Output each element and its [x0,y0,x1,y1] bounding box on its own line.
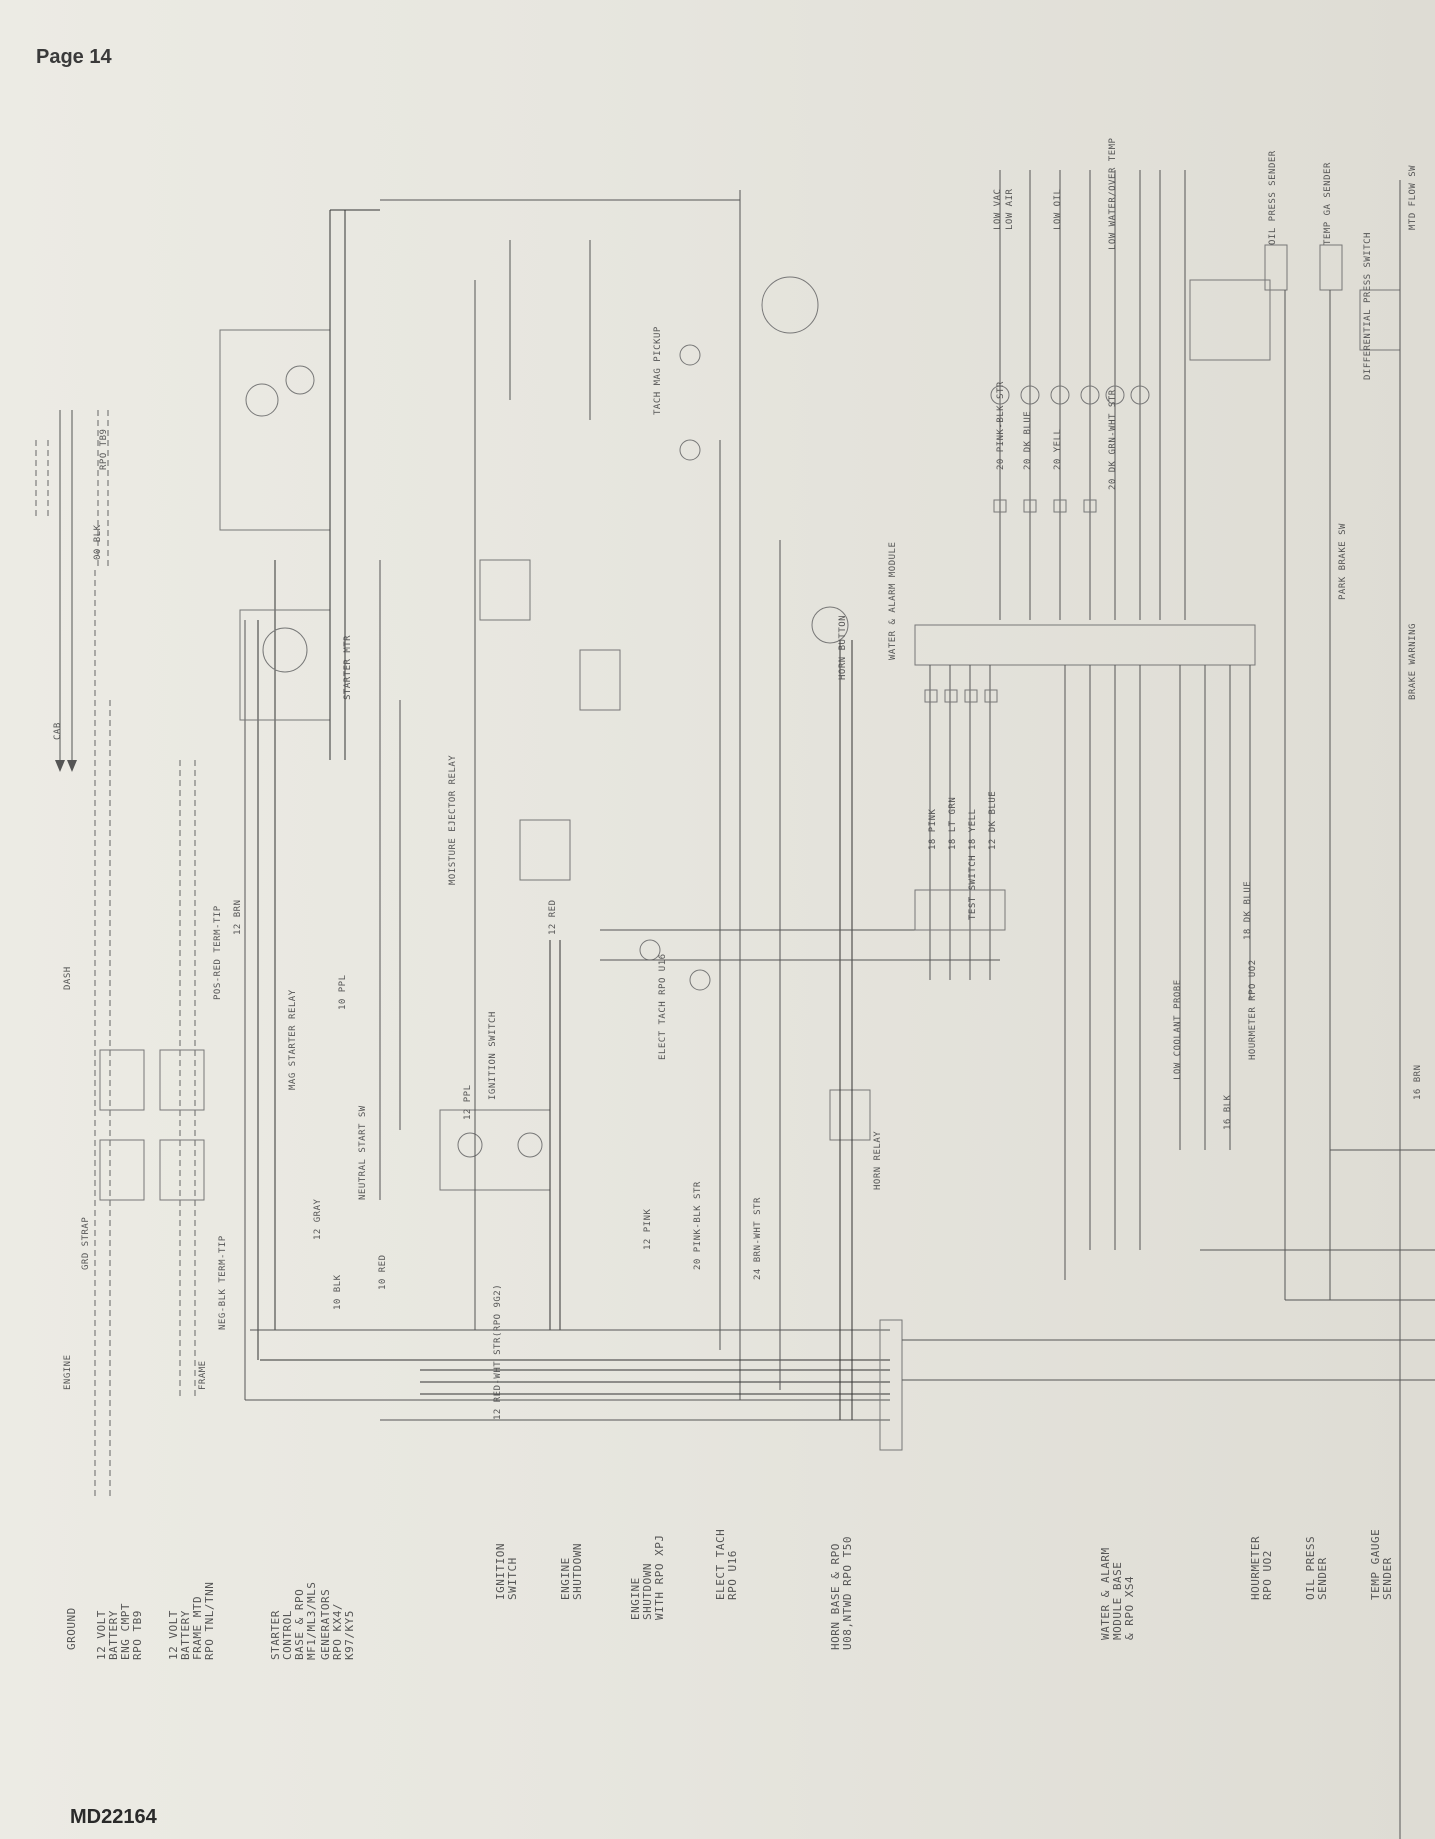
wire-label: POS-RED TERM-TIP [213,905,223,1000]
wire-label: 00 BLK [93,524,103,560]
wire-label: WATER & ALARM MODULE [888,542,898,660]
wire-label: LOW OIL [1053,189,1063,230]
circuit-label-oil-press: OIL PRESS SENDER [1304,1535,1329,1600]
wire-label: MTD FLOW SW [1408,165,1418,230]
wire-label: RPO TB9 [99,429,109,470]
wire-label: 16 BLK [1223,1094,1233,1130]
wire-label: 10 BLK [333,1274,343,1310]
tach-horn-area [579,276,1000,1420]
wire-label: DIFFERENTIAL PRESS SWITCH [1363,232,1373,380]
wire-label: BRAKE WARNING [1408,623,1418,700]
wire-label: ENGINE [63,1354,73,1390]
bottom-feeds [245,1319,903,1451]
wire-label: 12 BRN [233,899,243,935]
wire-label: STARTER MTR [343,635,353,700]
wire-label: HORN BUTTON [838,615,848,680]
wire-label: 24 BRN-WHT STR [753,1197,763,1280]
wire-label: MOISTURE EJECTOR RELAY [448,755,458,885]
circuit-label-horn: HORN BASE & RPO U08,NTWD RPO T50 [829,1536,854,1650]
wire-label: 20 DK BLUE [1023,411,1033,470]
wire-label: 20 PINK-BLK STR [996,381,1006,470]
wire-label: 10 RED [378,1254,388,1290]
wire-label: PARK BRAKE SW [1338,523,1348,600]
wire-label: NEG-BLK TERM-TIP [218,1235,228,1330]
circuit-label-temp-gauge: TEMP GAUGE SENDER [1369,1528,1394,1600]
wire-label: TACH MAG PICKUP [653,326,663,415]
circuit-label-engine-shutdown: ENGINE SHUTDOWN [559,1543,584,1600]
wire-label: 20 YELL [1053,429,1063,470]
wire-label: IGNITION SWITCH [488,1011,498,1100]
wire-label: 18 YELL [968,809,978,850]
wire-label: TEST SWITCH [968,855,978,920]
wire-label: CAB [53,722,63,740]
senders-area [902,170,1435,1839]
circuit-label-ignition-switch: IGNITION SWITCH [494,1543,519,1600]
circuit-label-battery-engine: 12 VOLT BATTERY ENG CMPT RPO TB9 [95,1603,144,1660]
circuit-label-engine-shutdown-xpj: ENGINE SHUTDOWN WITH RPO XPJ [629,1534,666,1620]
wire-label: 12 GRAY [313,1198,323,1240]
top-connectors [35,410,109,772]
wire-label: 18 LT GRN [948,797,958,850]
wire-label: HOURMETER RPO UO2 [1248,959,1258,1060]
water-alarm-module [914,624,1256,1280]
wire-label: 12 RED-WHT STR(RPO 9G2) [493,1284,503,1420]
wire-label: ELECT TACH RPO U16 [658,953,668,1060]
circuit-label-water-alarm: WATER & ALARM MODULE BASE & RPO XS4 [1099,1547,1136,1640]
wire-label: LOW VAC [993,189,1003,230]
wire-label: 12 DK BLUE [988,791,998,850]
wire-label: NEUTRAL START SW [358,1105,368,1200]
wire-label: GRD STRAP [81,1217,91,1270]
wire-label: 16 BRN [1413,1064,1423,1100]
battery-bus [94,560,276,1500]
ignition-area [439,240,591,1330]
document-number: MD22164 [70,1806,157,1828]
circuit-label-elect-tach: ELECT TACH RPO U16 [714,1528,739,1600]
wire-label-group: ENGINE DASH FRAME CAB 00 BLK GRD STRAP R… [53,137,1423,1420]
wire-label: LOW AIR [1005,188,1015,230]
starter-generator-area [219,190,741,1400]
circuit-label-battery-frame: 12 VOLT BATTERY FRAME MTD RPO TNL/TNN [167,1581,216,1660]
wire-label: LOW COOLANT PROBE [1173,979,1183,1080]
wire-label: 18 PINK [928,808,938,850]
wire-label: FRAME [198,1360,208,1390]
wire-label: 10 PPL [338,974,348,1010]
wire-label: 12 PPL [463,1084,473,1120]
wire-label: MAG STARTER RELAY [288,989,298,1090]
wire-label: 12 PINK [643,1208,653,1250]
wire-label: DASH [63,966,73,990]
circuit-label-ground: GROUND [65,1607,78,1650]
circuit-label-hourmeter: HOURMETER RPO UO2 [1249,1535,1274,1600]
circuit-label-starter-control: STARTER CONTROL BASE & RPO MF1/ML3/MLS [269,1581,318,1660]
wire-label: 20 DK GRN-WHT STR [1108,389,1118,490]
wire-label: 18 DK BLUE [1243,881,1253,940]
wire-label: LOW WATER/OVER TEMP [1108,137,1118,250]
circuit-label-generators: GENERATORS RPO KX4/ K97/KY5 [319,1588,356,1660]
wire-label: HORN RELAY [873,1131,883,1190]
wire-label: OIL PRESS SENDER [1268,150,1278,245]
page-label: Page 14 [36,46,112,68]
wire-label: 12 RED [548,899,558,935]
wire-label: TEMP GA SENDER [1323,162,1333,245]
wire-label: 20 PINK-BLK STR [693,1181,703,1270]
